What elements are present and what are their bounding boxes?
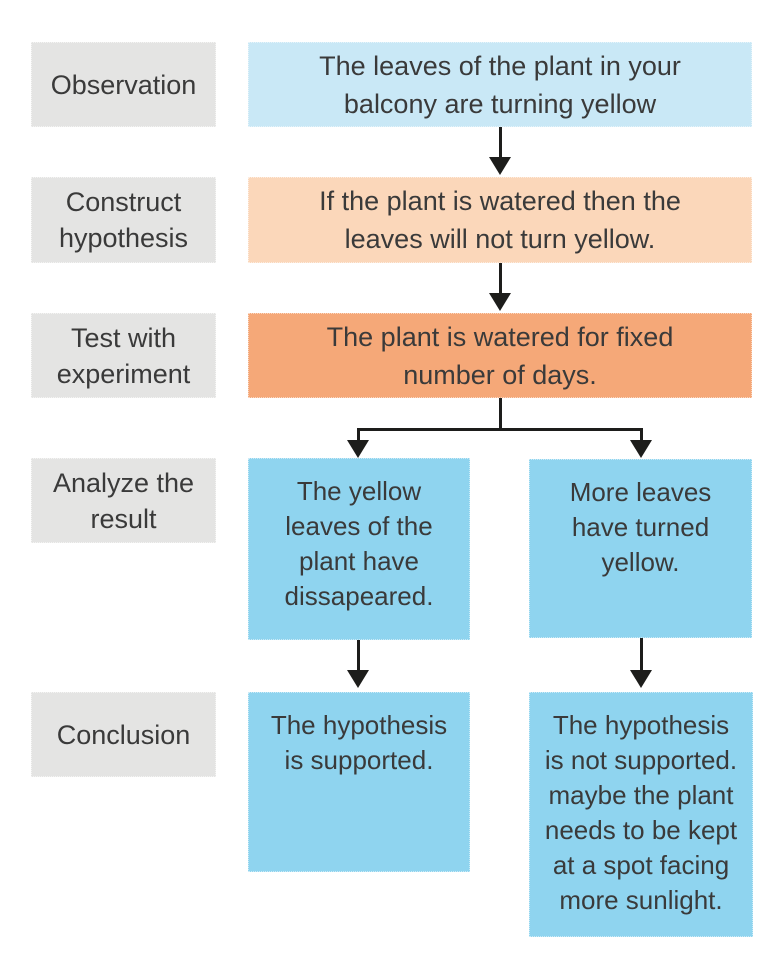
flow-box-result-left: The yellow leaves of the plant have diss… (248, 458, 470, 640)
flow-box-result-left-text: The yellow leaves of the plant have diss… (284, 476, 434, 611)
flow-box-conclusion-right-text: The hypothesis is not supported. maybe t… (544, 710, 738, 915)
branch-right-head-icon (630, 440, 652, 458)
flow-box-hypothesis: If the plant is watered then the leaves … (248, 177, 752, 263)
flow-box-experiment-text: The plant is watered for fixed number of… (326, 321, 674, 390)
branch-left-head-icon (347, 440, 369, 458)
stage-label-observation: Observation (31, 42, 216, 127)
arrow-observation-to-hypothesis-head-icon (489, 157, 511, 175)
arrow-result-right-stem (640, 638, 643, 671)
arrow-result-left-stem (357, 640, 360, 671)
branch-trunk-stem (499, 398, 502, 431)
flow-box-conclusion-right: The hypothesis is not supported. maybe t… (529, 692, 753, 937)
arrow-result-left-head-icon (347, 670, 369, 688)
arrow-result-right-head-icon (630, 670, 652, 688)
flow-box-hypothesis-text: If the plant is watered then the leaves … (319, 186, 681, 254)
flow-box-conclusion-left: The hypothesis is supported. (248, 692, 470, 872)
stage-label-analyze-the-result: Analyze the result (31, 458, 216, 543)
flow-box-result-right-text: More leaves have turned yellow. (569, 477, 712, 577)
arrow-hypothesis-to-experiment-stem (499, 263, 502, 295)
arrow-hypothesis-to-experiment-head-icon (489, 293, 511, 311)
stage-label-conclusion: Conclusion (31, 692, 216, 777)
flow-box-result-right: More leaves have turned yellow. (529, 459, 752, 638)
flow-box-experiment: The plant is watered for fixed number of… (248, 313, 752, 398)
branch-right-stem (640, 428, 643, 442)
stage-label-test-with-experiment: Test with experiment (31, 313, 216, 398)
flow-box-observation: The leaves of the plant in your balcony … (248, 42, 752, 127)
branch-left-stem (357, 428, 360, 442)
flow-box-observation-text: The leaves of the plant in your balcony … (319, 50, 681, 119)
branch-horizontal-bar (357, 428, 643, 431)
stage-label-construct-hypothesis: Construct hypothesis (31, 177, 216, 263)
arrow-observation-to-hypothesis-stem (499, 127, 502, 159)
flow-box-conclusion-left-text: The hypothesis is supported. (270, 710, 448, 775)
